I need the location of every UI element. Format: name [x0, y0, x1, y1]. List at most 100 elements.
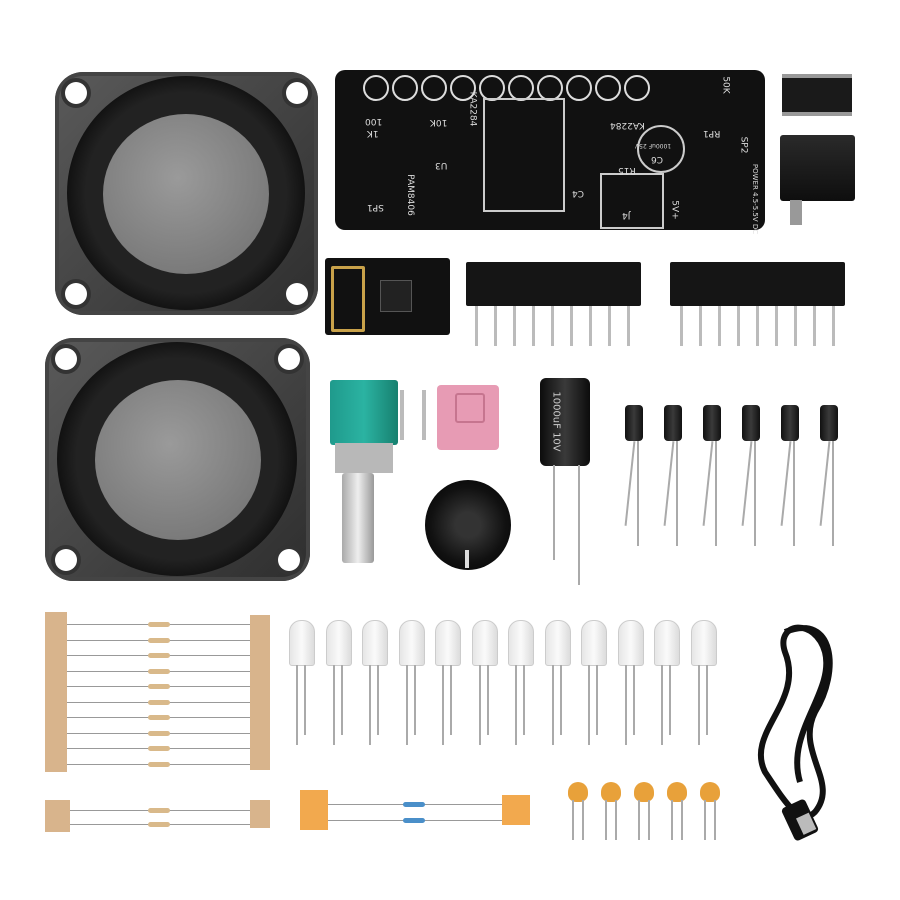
chip — [380, 280, 412, 312]
led — [362, 620, 388, 666]
pcb-label: C6 — [651, 154, 664, 164]
chip-pin — [794, 306, 797, 346]
capacitor-leg — [780, 441, 792, 526]
capacitor-leg — [832, 441, 834, 546]
led-leg — [478, 665, 481, 745]
small-capacitor — [703, 405, 721, 441]
resistor — [403, 802, 425, 807]
led-pad — [508, 75, 534, 101]
resistor — [148, 668, 170, 674]
chip-pin — [475, 306, 478, 346]
j4-footprint — [600, 173, 664, 229]
capacitor-footprint — [637, 125, 685, 173]
led-leg — [340, 665, 343, 735]
chip-pin — [608, 306, 611, 346]
potentiometer[interactable] — [330, 380, 398, 445]
led-leg — [442, 665, 444, 745]
usb-cable — [757, 624, 833, 841]
chip-pin — [718, 306, 721, 346]
led — [325, 620, 352, 666]
small-capacitor — [781, 405, 799, 441]
chip-pin — [627, 306, 630, 346]
capacitor-leg — [637, 441, 639, 546]
led-leg — [624, 665, 627, 745]
led — [471, 620, 498, 666]
resistor — [148, 684, 170, 689]
resistor — [148, 637, 170, 643]
electrolytic-capacitor-1000uf: 1000uF 10V — [540, 378, 590, 466]
chip-pin — [551, 306, 554, 346]
led-pad — [537, 75, 563, 101]
bluetooth-module — [325, 258, 450, 335]
chip-pin — [775, 306, 778, 346]
chip-pin — [513, 306, 516, 346]
ceramic-leg — [714, 800, 716, 840]
led — [398, 620, 425, 666]
volume-knob[interactable] — [425, 480, 511, 570]
ceramic-leg — [648, 800, 650, 840]
led — [544, 620, 571, 666]
led-leg — [377, 665, 379, 735]
amplifier-pcb: KA2284 KA2284 PAM8406 RP1 50K SP1 SP2 J4… — [335, 70, 765, 234]
resistor — [148, 715, 170, 720]
ceramic-leg — [615, 800, 617, 840]
led — [435, 620, 461, 666]
pcb-label: SP2 — [738, 136, 749, 154]
capacitor-leg — [702, 441, 714, 526]
led-leg — [559, 665, 562, 735]
led — [654, 620, 680, 666]
chip-pin — [680, 306, 683, 346]
led-pad — [479, 75, 505, 101]
led — [508, 620, 534, 666]
speaker-top — [55, 72, 318, 315]
amplifier-chip-2 — [670, 262, 845, 306]
resistor — [148, 730, 170, 736]
led-leg — [450, 665, 452, 735]
led-leg — [551, 665, 554, 745]
capacitor-leg — [754, 441, 756, 546]
chip-pin — [832, 306, 835, 346]
led-leg — [405, 665, 408, 745]
led-pad — [363, 75, 389, 101]
chip-pin — [494, 306, 497, 346]
led-leg — [632, 665, 635, 735]
led — [581, 620, 607, 666]
ceramic-capacitor — [568, 782, 588, 802]
capacitor-leg — [819, 441, 831, 526]
resistor — [148, 761, 170, 767]
ceramic-leg — [681, 800, 683, 840]
pcb-label: RP1 — [703, 128, 721, 138]
dc-jack-pins — [790, 200, 802, 225]
pcb-label: 100 — [365, 116, 383, 126]
capacitor-leg — [715, 441, 717, 546]
led — [289, 620, 315, 666]
pcb-label: SP1 — [367, 202, 384, 212]
potentiometer-shaft[interactable] — [342, 473, 374, 563]
led-leg — [486, 665, 489, 735]
ceramic-leg — [582, 800, 584, 840]
led-leg — [596, 665, 598, 735]
capacitor-leg — [741, 441, 753, 526]
led-pad — [450, 75, 476, 101]
pcb-label: J4 — [622, 210, 631, 220]
amplifier-chip-1 — [466, 262, 641, 306]
chip-pin — [737, 306, 740, 346]
led-leg — [304, 665, 306, 735]
led-leg — [588, 665, 590, 745]
led-pad — [595, 75, 621, 101]
led-leg — [369, 665, 371, 745]
led-leg — [296, 665, 298, 745]
ceramic-capacitor — [634, 782, 654, 802]
resistor — [148, 822, 170, 827]
small-capacitor — [625, 405, 643, 441]
led-leg — [413, 665, 416, 735]
speaker-bottom — [45, 338, 310, 581]
pcb-label: U3 — [435, 160, 448, 170]
ceramic-leg — [704, 800, 706, 840]
pcb-label: 10K — [430, 117, 448, 127]
ceramic-capacitor — [667, 782, 687, 802]
ceramic-capacitor — [601, 782, 621, 802]
chip-pin — [699, 306, 702, 346]
pcb-label: KA2284 — [610, 120, 645, 130]
chip-pin — [589, 306, 592, 346]
